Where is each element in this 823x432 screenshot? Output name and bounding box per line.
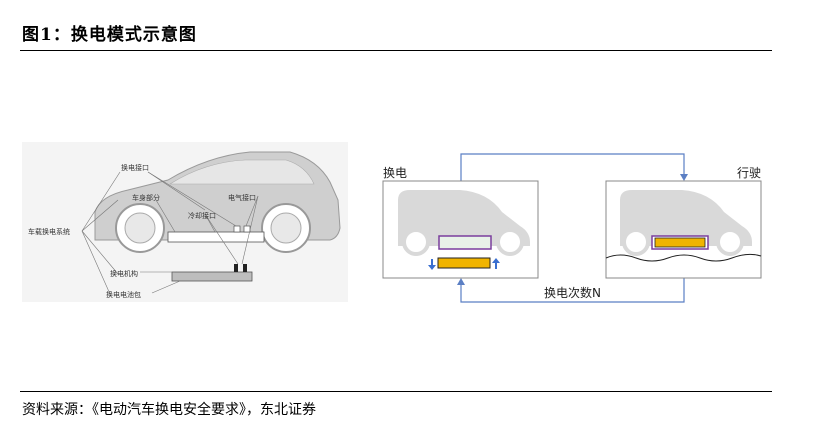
swap-battery-bay [438, 235, 492, 250]
drive-battery [654, 237, 706, 248]
figure-title: 图1：换电模式示意图 [22, 25, 197, 45]
swap-car-front-wheel [402, 228, 430, 256]
battery-pack [171, 271, 253, 282]
swap-battery [437, 257, 491, 269]
swap-car-rear-wheel [496, 228, 524, 256]
cycle-count-label: 换电次数N [544, 285, 601, 300]
state-drive-label: 行驶 [737, 165, 761, 180]
drive-car-silhouette [620, 190, 752, 246]
arrow-to-swap [457, 278, 465, 285]
battery-connector-1 [234, 264, 238, 272]
label-electric-interface: 电气接口 [228, 193, 256, 202]
label-onboard-swap-system: 车载换电系统 [28, 227, 70, 236]
state-swap-label: 换电 [383, 166, 407, 180]
arrow-to-drive [680, 174, 688, 181]
left-diagram: 换电接口 车身部分 电气接口 冷却接口 车载换电系统 换电机构 换电电池包 [22, 142, 348, 302]
label-swap-battery-pack: 换电电池包 [106, 290, 141, 299]
right-diagram: 换电 行驶 换电次数N [382, 153, 762, 303]
leader-lines [81, 171, 259, 295]
label-swap-interface: 换电接口 [121, 163, 149, 172]
rear-wheel-hub [270, 212, 302, 244]
car-window [168, 159, 315, 185]
label-cooling-interface: 冷却接口 [188, 211, 216, 220]
road-line [605, 253, 762, 262]
label-swap-mechanism: 换电机构 [110, 269, 138, 278]
drive-car-front-wheel [622, 228, 650, 256]
cycle-flow-lines [460, 153, 685, 303]
battery-connector-2 [243, 264, 247, 272]
arrow-up-icon [492, 258, 500, 269]
bottom-rule [20, 391, 772, 392]
interface-block-1 [233, 225, 241, 233]
drive-car-rear-wheel [716, 228, 744, 256]
label-body-part: 车身部分 [132, 193, 160, 202]
top-rule [20, 50, 772, 51]
swap-car-silhouette [398, 190, 530, 246]
body-bracket [167, 231, 265, 243]
front-wheel-hub [124, 212, 156, 244]
figure-source: 资料来源：《电动汽车换电安全要求》，东北证券 [22, 402, 316, 418]
arrow-down-icon [428, 259, 436, 270]
interface-block-2 [243, 225, 251, 233]
